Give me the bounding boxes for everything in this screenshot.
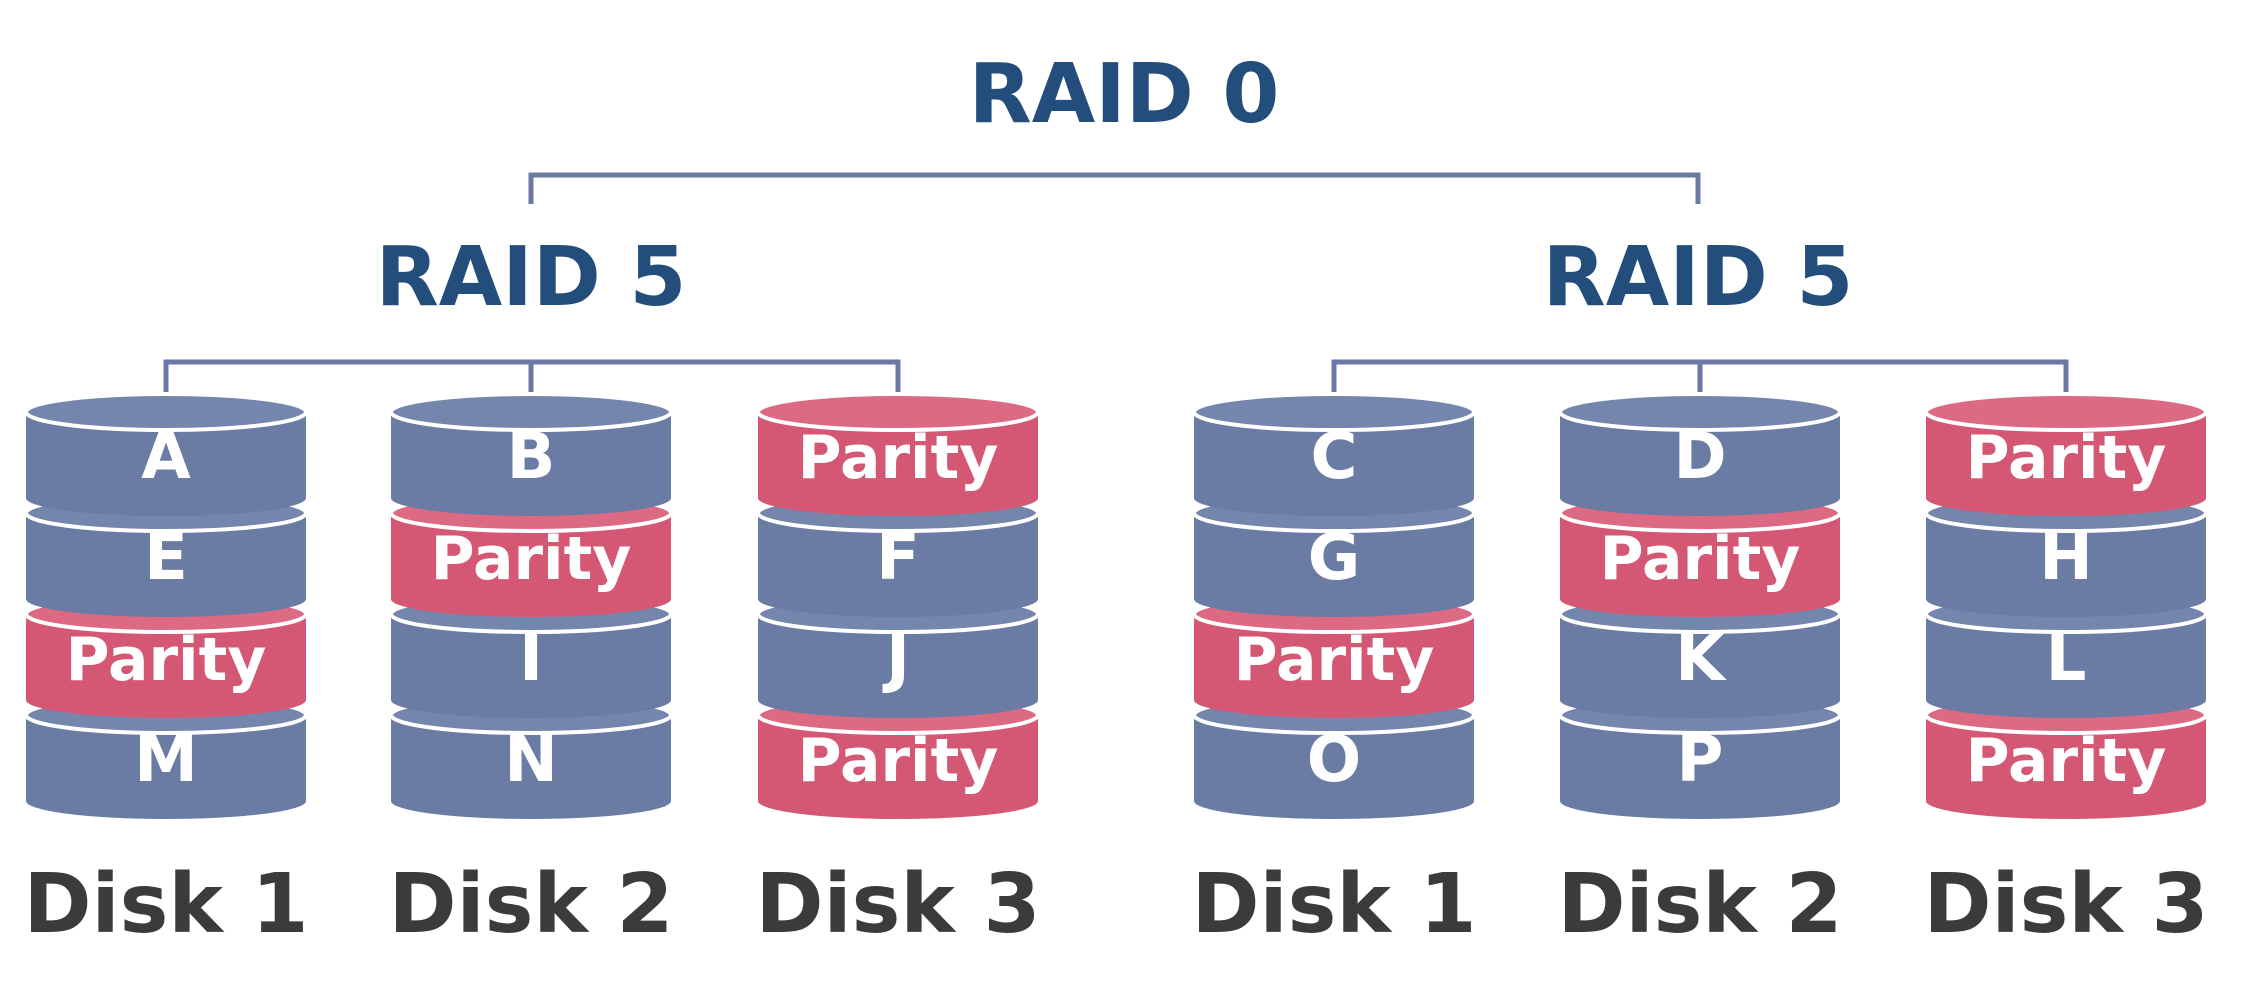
disk-label: Disk 1 xyxy=(1191,857,1476,952)
block-label: H xyxy=(2039,521,2093,595)
disk-stack: NI Parity B Disk 2 xyxy=(388,392,674,952)
block-label: Parity xyxy=(1234,625,1435,695)
block-label: Parity xyxy=(1966,726,2167,796)
block-label: Parity xyxy=(798,423,999,493)
block-label: B xyxy=(507,420,556,494)
block-label: N xyxy=(504,723,558,797)
block-label: G xyxy=(1308,521,1361,595)
disk-label: Disk 3 xyxy=(755,857,1040,952)
raid5-group-2-title: RAID 5 xyxy=(1543,230,1854,325)
data-block: A xyxy=(24,392,308,516)
block-label: D xyxy=(1673,420,1726,494)
raid5-group-2-connector xyxy=(1331,359,2069,394)
block-label: O xyxy=(1307,723,1361,797)
parity-block: Parity xyxy=(756,695,1040,819)
block-label: Parity xyxy=(1600,524,1801,594)
parity-block: Parity xyxy=(1924,392,2208,516)
block-label: Parity xyxy=(431,524,632,594)
disk-label: Disk 2 xyxy=(388,857,673,952)
data-block: C xyxy=(1192,392,1476,516)
disk-stack: PK Parity D Disk 2 xyxy=(1557,392,1843,952)
data-block: B xyxy=(389,392,673,516)
block-label: J xyxy=(882,622,910,696)
disk-stack: O Parity GC Disk 1 xyxy=(1191,392,1477,952)
block-label: K xyxy=(1675,622,1727,696)
block-label: Parity xyxy=(1966,423,2167,493)
block-label: C xyxy=(1311,420,1358,494)
block-label: L xyxy=(2046,622,2087,696)
block-label: Parity xyxy=(798,726,999,796)
raid0-title: RAID 0 xyxy=(969,47,1280,142)
data-block: D xyxy=(1558,392,1842,516)
raid5-group-1-title: RAID 5 xyxy=(376,230,687,325)
disk-stack: M Parity EA Disk 1 xyxy=(23,392,309,952)
block-label: Parity xyxy=(66,625,267,695)
parity-block: Parity xyxy=(1924,695,2208,819)
raid0-connector xyxy=(528,172,1701,204)
block-label: E xyxy=(144,521,188,595)
block-label: I xyxy=(519,622,543,696)
disk-label: Disk 1 xyxy=(23,857,308,952)
raid5-group-1-connector xyxy=(163,359,901,394)
block-label: M xyxy=(134,723,198,797)
parity-block: Parity xyxy=(756,392,1040,516)
block-label: A xyxy=(141,420,191,494)
disk-label: Disk 3 xyxy=(1923,857,2208,952)
block-label: P xyxy=(1677,723,1724,797)
block-label: F xyxy=(876,521,920,595)
disk-label: Disk 2 xyxy=(1557,857,1842,952)
